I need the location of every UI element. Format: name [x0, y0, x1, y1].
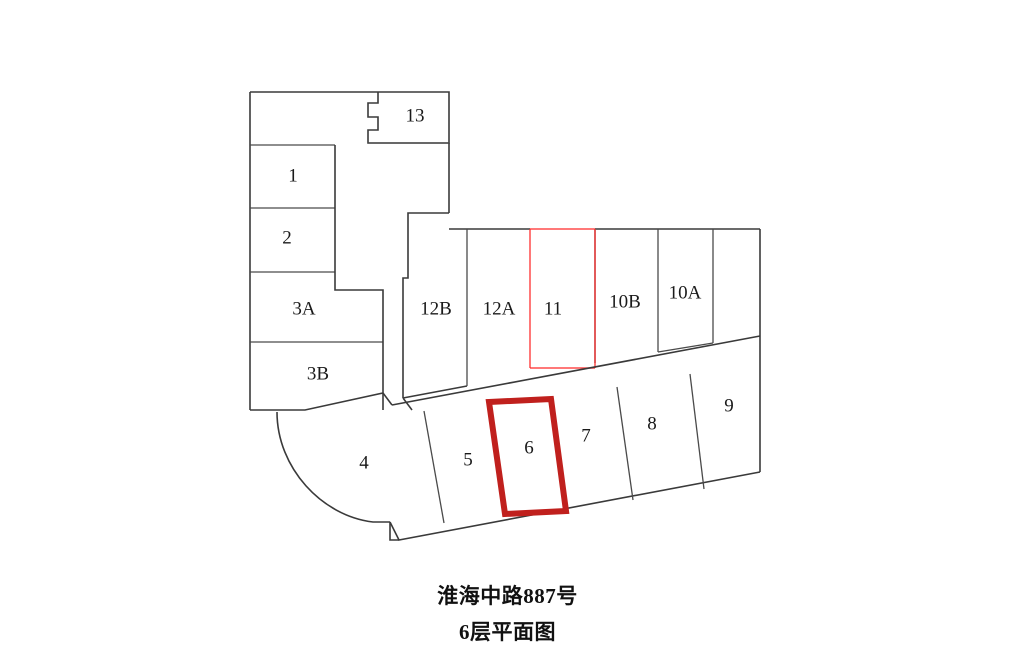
- unit-label-4: 4: [359, 452, 369, 473]
- divider-4-5: [423, 410, 445, 524]
- middle-row-group: [402, 212, 761, 399]
- unit-label-1: 1: [288, 165, 298, 186]
- unit-label-5: 5: [463, 449, 473, 470]
- left-wing-group: [249, 91, 450, 411]
- divider-8-9: [689, 373, 705, 490]
- caption-address: 淮海中路887号: [437, 584, 578, 608]
- left-wing-outline: [250, 91, 450, 144]
- unit-label-12a: 12A: [483, 298, 516, 319]
- unit-6-highlight-outline: [485, 395, 570, 518]
- unit-3b-bottom-wall: [250, 392, 384, 411]
- unit-10a-bottom-wall: [657, 342, 714, 353]
- unit-label-12b: 12B: [420, 298, 452, 319]
- unit-12b-left-wall: [402, 212, 449, 398]
- left-wing-right-step-wall: [334, 145, 384, 410]
- unit-label-10b: 10B: [609, 291, 641, 312]
- caption-floor: 6层平面图: [459, 620, 556, 644]
- divider-7-8: [616, 386, 634, 501]
- unit-label-10a: 10A: [669, 282, 702, 303]
- unit-label-8: 8: [647, 413, 657, 434]
- unit-label-6: 6: [524, 437, 534, 458]
- unit-label-9: 9: [724, 395, 734, 416]
- unit-label-2: 2: [282, 227, 292, 248]
- unit-label-3b: 3B: [307, 363, 329, 384]
- band-upper-notch: [402, 397, 413, 411]
- unit-label-7: 7: [581, 425, 591, 446]
- unit-label-3a: 3A: [292, 298, 316, 319]
- caption: 淮海中路887号 6层平面图: [0, 578, 1015, 650]
- unit-label-11: 11: [544, 298, 562, 319]
- unit-4-notch-wall: [389, 522, 399, 541]
- lower-band-top-wall: [391, 335, 761, 406]
- unit-12b-bottom-wall: [402, 385, 468, 399]
- unit-label-13: 13: [406, 105, 425, 126]
- lower-band-bottom-wall: [389, 471, 761, 541]
- unit-4-curved-wall: [276, 411, 390, 523]
- lower-band-group: [276, 335, 761, 541]
- unit-labels-group: 13 1 2 3A 3B 12B 12A 11 10B 10A 4 5 6 7 …: [282, 105, 734, 473]
- band-to-left-wing-connector: [382, 392, 393, 406]
